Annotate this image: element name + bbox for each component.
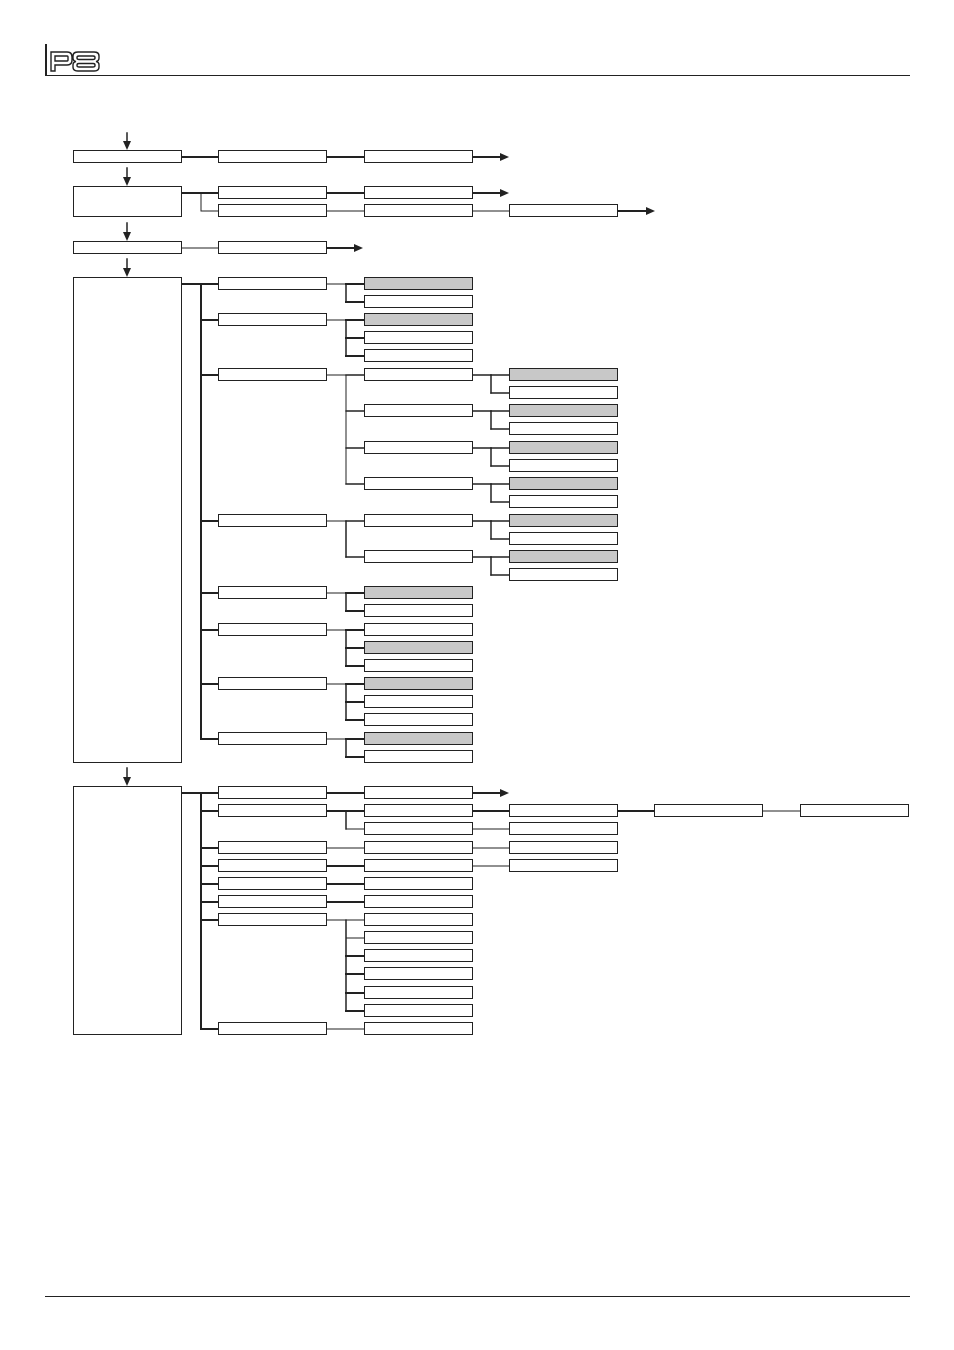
arrow-down-icon — [123, 268, 131, 277]
arrow-right-icon — [354, 244, 363, 252]
menu-box-74 — [364, 895, 473, 908]
menu-box-37 — [509, 495, 618, 508]
menu-box-6 — [364, 150, 473, 163]
menu-box-3 — [73, 277, 182, 763]
menu-box-65 — [509, 804, 618, 817]
menu-box-38 — [364, 514, 473, 527]
menu-box-34 — [509, 459, 618, 472]
arrow-down-icon — [123, 232, 131, 241]
header-left-bar — [45, 44, 47, 76]
arrow-down-icon — [123, 777, 131, 786]
menu-box-22 — [364, 295, 473, 308]
menu-box-30 — [509, 404, 618, 417]
menu-box-16 — [218, 514, 327, 527]
menu-box-28 — [509, 386, 618, 399]
menu-box-4 — [73, 786, 182, 1035]
menu-box-29 — [364, 404, 473, 417]
menu-box-69 — [364, 841, 473, 854]
menu-box-20 — [218, 732, 327, 745]
menu-box-71 — [364, 859, 473, 872]
menu-box-11 — [509, 204, 618, 217]
menu-box-56 — [218, 841, 327, 854]
menu-box-58 — [218, 877, 327, 890]
menu-box-2 — [73, 241, 182, 254]
menu-box-10 — [364, 204, 473, 217]
menu-box-61 — [218, 1022, 327, 1035]
arrow-right-icon — [500, 189, 509, 197]
menu-box-81 — [364, 1022, 473, 1035]
arrow-down-icon — [123, 141, 131, 150]
menu-box-33 — [509, 441, 618, 454]
menu-box-43 — [509, 568, 618, 581]
menu-box-60 — [218, 913, 327, 926]
menu-box-31 — [509, 422, 618, 435]
menu-box-14 — [218, 313, 327, 326]
menu-box-21 — [364, 277, 473, 290]
menu-box-48 — [364, 659, 473, 672]
menu-box-26 — [364, 368, 473, 381]
menu-box-12 — [218, 241, 327, 254]
menu-box-79 — [364, 986, 473, 999]
menu-box-42 — [509, 550, 618, 563]
menu-box-53 — [364, 750, 473, 763]
menu-box-59 — [218, 895, 327, 908]
menu-box-36 — [509, 477, 618, 490]
menu-box-55 — [218, 804, 327, 817]
menu-box-39 — [509, 514, 618, 527]
menu-box-44 — [364, 586, 473, 599]
p8-logo-icon — [50, 51, 100, 72]
menu-box-77 — [364, 949, 473, 962]
menu-box-46 — [364, 623, 473, 636]
menu-box-13 — [218, 277, 327, 290]
menu-box-70 — [509, 841, 618, 854]
header-rule — [45, 75, 910, 76]
menu-box-54 — [218, 786, 327, 799]
menu-box-45 — [364, 604, 473, 617]
menu-box-23 — [364, 313, 473, 326]
menu-box-72 — [509, 859, 618, 872]
menu-box-76 — [364, 931, 473, 944]
menu-box-63 — [364, 804, 473, 817]
menu-box-68 — [509, 822, 618, 835]
menu-box-52 — [364, 732, 473, 745]
menu-box-18 — [218, 623, 327, 636]
menu-box-17 — [218, 586, 327, 599]
menu-box-50 — [364, 695, 473, 708]
menu-box-35 — [364, 477, 473, 490]
menu-box-75 — [364, 913, 473, 926]
menu-box-25 — [364, 349, 473, 362]
arrow-right-icon — [500, 153, 509, 161]
menu-box-19 — [218, 677, 327, 690]
menu-box-32 — [364, 441, 473, 454]
menu-box-78 — [364, 967, 473, 980]
menu-box-41 — [364, 550, 473, 563]
arrow-right-icon — [500, 789, 509, 797]
menu-box-64 — [364, 822, 473, 835]
menu-box-24 — [364, 331, 473, 344]
menu-box-49 — [364, 677, 473, 690]
menu-box-57 — [218, 859, 327, 872]
menu-box-51 — [364, 713, 473, 726]
menu-box-47 — [364, 641, 473, 654]
menu-box-67 — [800, 804, 909, 817]
menu-box-15 — [218, 368, 327, 381]
menu-box-62 — [364, 786, 473, 799]
footer-rule — [45, 1296, 910, 1297]
menu-box-0 — [73, 150, 182, 163]
menu-box-80 — [364, 1004, 473, 1017]
menu-box-8 — [218, 204, 327, 217]
arrow-down-icon — [123, 177, 131, 186]
menu-box-40 — [509, 532, 618, 545]
menu-box-1 — [73, 186, 182, 217]
menu-box-9 — [364, 186, 473, 199]
menu-box-7 — [218, 186, 327, 199]
menu-box-73 — [364, 877, 473, 890]
arrow-right-icon — [646, 207, 655, 215]
menu-box-27 — [509, 368, 618, 381]
menu-box-66 — [654, 804, 763, 817]
menu-box-5 — [218, 150, 327, 163]
